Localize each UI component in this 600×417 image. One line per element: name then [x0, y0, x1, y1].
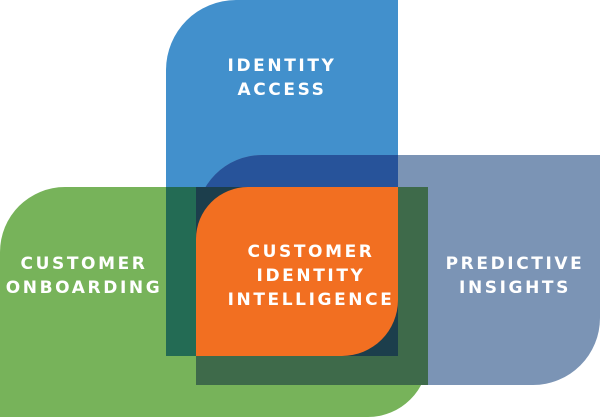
center-line2: IDENTITY [256, 266, 366, 286]
identity-access-label: IDENTITY ACCESS [166, 54, 398, 102]
customer-onboarding-line1: CUSTOMER [20, 254, 148, 274]
identity-access-line2: ACCESS [237, 80, 327, 100]
predictive-insights-label: PREDICTIVE INSIGHTS [430, 252, 600, 300]
predictive-insights-line1: PREDICTIVE [445, 254, 585, 274]
center-label: CUSTOMER IDENTITY INTELLIGENCE [196, 240, 426, 312]
customer-onboarding-line2: ONBOARDING [5, 278, 163, 298]
identity-access-line1: IDENTITY [227, 56, 337, 76]
predictive-insights-line2: INSIGHTS [459, 278, 571, 298]
customer-onboarding-label: CUSTOMER ONBOARDING [0, 252, 168, 300]
center-line3: INTELLIGENCE [227, 290, 395, 310]
center-shape [196, 187, 398, 356]
center-line1: CUSTOMER [247, 242, 375, 262]
